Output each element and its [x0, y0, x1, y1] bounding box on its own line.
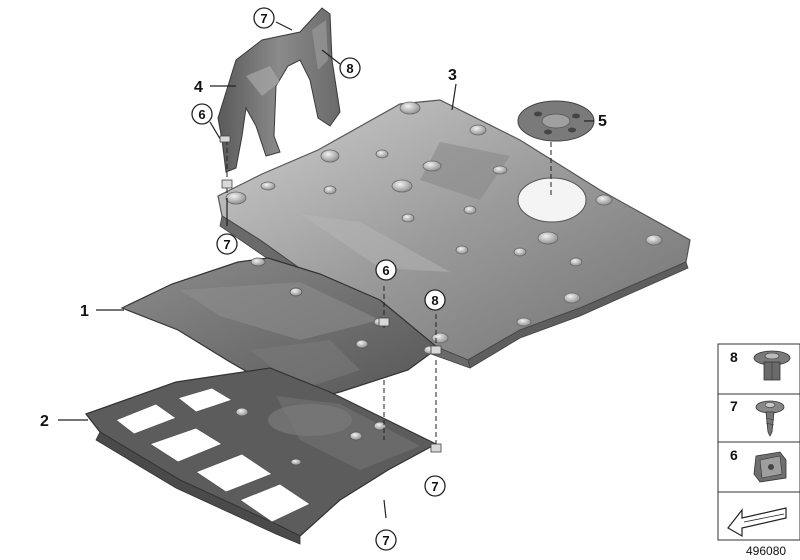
round-cover-part-5	[517, 100, 595, 142]
callout-7a: 7	[260, 11, 267, 26]
callout-circle-8b	[424, 289, 446, 311]
callout-circle-7d	[375, 529, 397, 551]
frame-part-2	[85, 367, 438, 545]
image-code: 496080	[746, 544, 786, 558]
arrow-symbol-icon	[727, 507, 787, 538]
callout-circle-6a	[191, 103, 213, 125]
circled-callouts	[191, 7, 446, 551]
callout-8b: 8	[431, 293, 438, 308]
label-part-1: 1	[80, 303, 89, 320]
callout-7d: 7	[382, 533, 389, 548]
callout-circle-7c	[424, 475, 446, 497]
label-part-2: 2	[40, 413, 49, 430]
callout-circle-7b	[216, 233, 238, 255]
fasteners	[219, 135, 442, 453]
key-label-6: 6	[730, 447, 738, 463]
fastener-key-panel: 8 7 6	[717, 343, 800, 541]
callout-6a: 6	[198, 107, 205, 122]
part-labels: 1 2 3 4 5	[40, 67, 607, 430]
key-label-8: 8	[730, 349, 738, 365]
shield-part-1	[120, 257, 439, 403]
label-part-3: 3	[448, 67, 457, 84]
screw-icon	[755, 400, 785, 437]
callout-circle-7a	[253, 7, 275, 29]
label-part-4: 4	[194, 79, 203, 96]
callout-7c: 7	[431, 479, 438, 494]
underbody-plate-part-3	[217, 99, 691, 369]
clip-nut-icon	[753, 451, 787, 483]
label-part-5: 5	[598, 113, 607, 130]
callout-7b: 7	[223, 237, 230, 252]
callout-circle-6b	[375, 259, 397, 281]
callout-6b: 6	[382, 263, 389, 278]
bracket-part-4	[217, 7, 341, 173]
callout-8a: 8	[346, 61, 353, 76]
callout-numbers: 7 8 6 7 6 8 7 7	[198, 11, 438, 548]
rivet-icon	[753, 350, 791, 381]
callout-circle-8a	[339, 57, 361, 79]
key-label-7: 7	[730, 398, 738, 414]
